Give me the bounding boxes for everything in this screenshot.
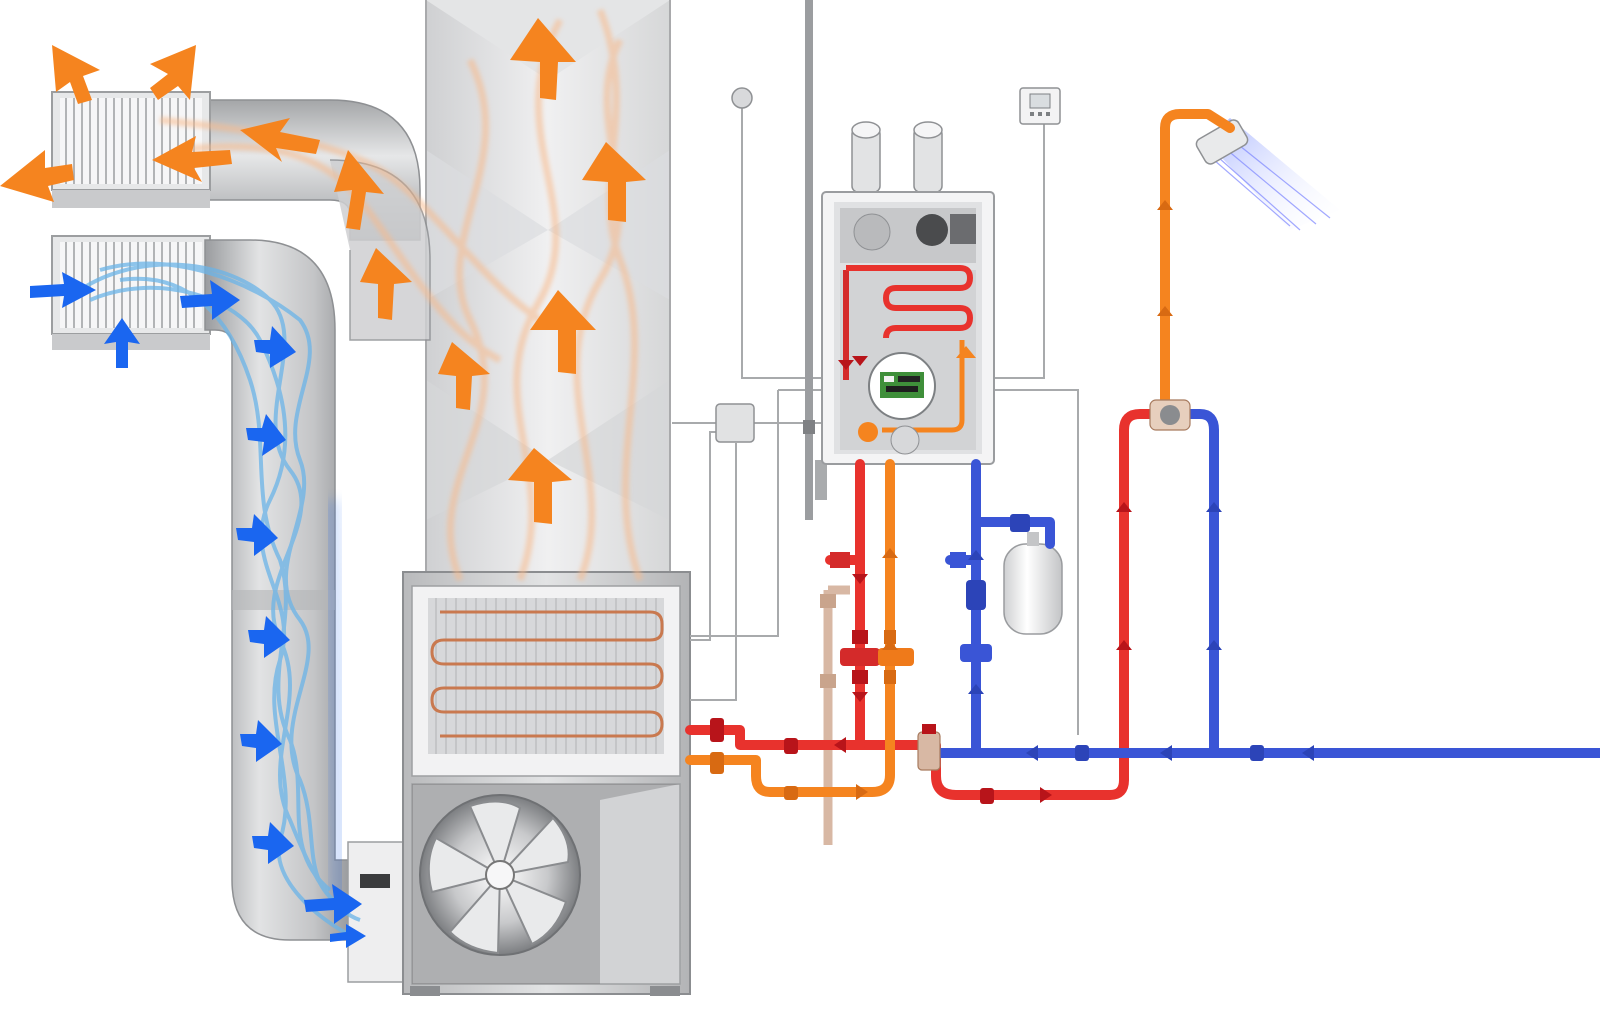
cold-flow-arrow bbox=[1026, 745, 1038, 761]
outdoor-sensor bbox=[732, 88, 752, 108]
cold-flow-arrow bbox=[1206, 502, 1222, 512]
condensate-line bbox=[820, 590, 850, 845]
warm-flow-arrow bbox=[856, 784, 868, 800]
hot-flow-arrow bbox=[1040, 787, 1052, 803]
shower-mixing-valve bbox=[1150, 400, 1190, 430]
vent-pipes bbox=[852, 122, 942, 192]
shower-head bbox=[1194, 118, 1340, 230]
cold-flow-arrow bbox=[968, 684, 984, 694]
hydronic-heating-coil bbox=[428, 598, 664, 754]
warm-flow-arrow bbox=[1157, 200, 1173, 210]
blower-fan bbox=[420, 795, 580, 955]
warm-flow-arrow bbox=[1157, 306, 1173, 316]
junction-box bbox=[716, 404, 754, 442]
thermostat bbox=[1020, 88, 1060, 124]
pipe-fittings bbox=[710, 514, 1264, 804]
hot-flow-arrow bbox=[852, 574, 868, 584]
hot-flow-arrow bbox=[1116, 502, 1132, 512]
control-board bbox=[869, 353, 935, 419]
hot-flow-arrow bbox=[834, 737, 846, 753]
warm-flow-arrow bbox=[882, 548, 898, 558]
tankless-water-heater bbox=[822, 122, 994, 464]
cold-flow-arrow bbox=[1160, 745, 1172, 761]
thermostatic-mixing-valve bbox=[918, 724, 940, 770]
cold-flow-arrow bbox=[1206, 640, 1222, 650]
hot-flow-arrow bbox=[852, 692, 868, 702]
air-handler bbox=[403, 572, 690, 996]
hot-flow-arrow bbox=[1116, 640, 1132, 650]
cold-flow-arrow bbox=[1302, 745, 1314, 761]
